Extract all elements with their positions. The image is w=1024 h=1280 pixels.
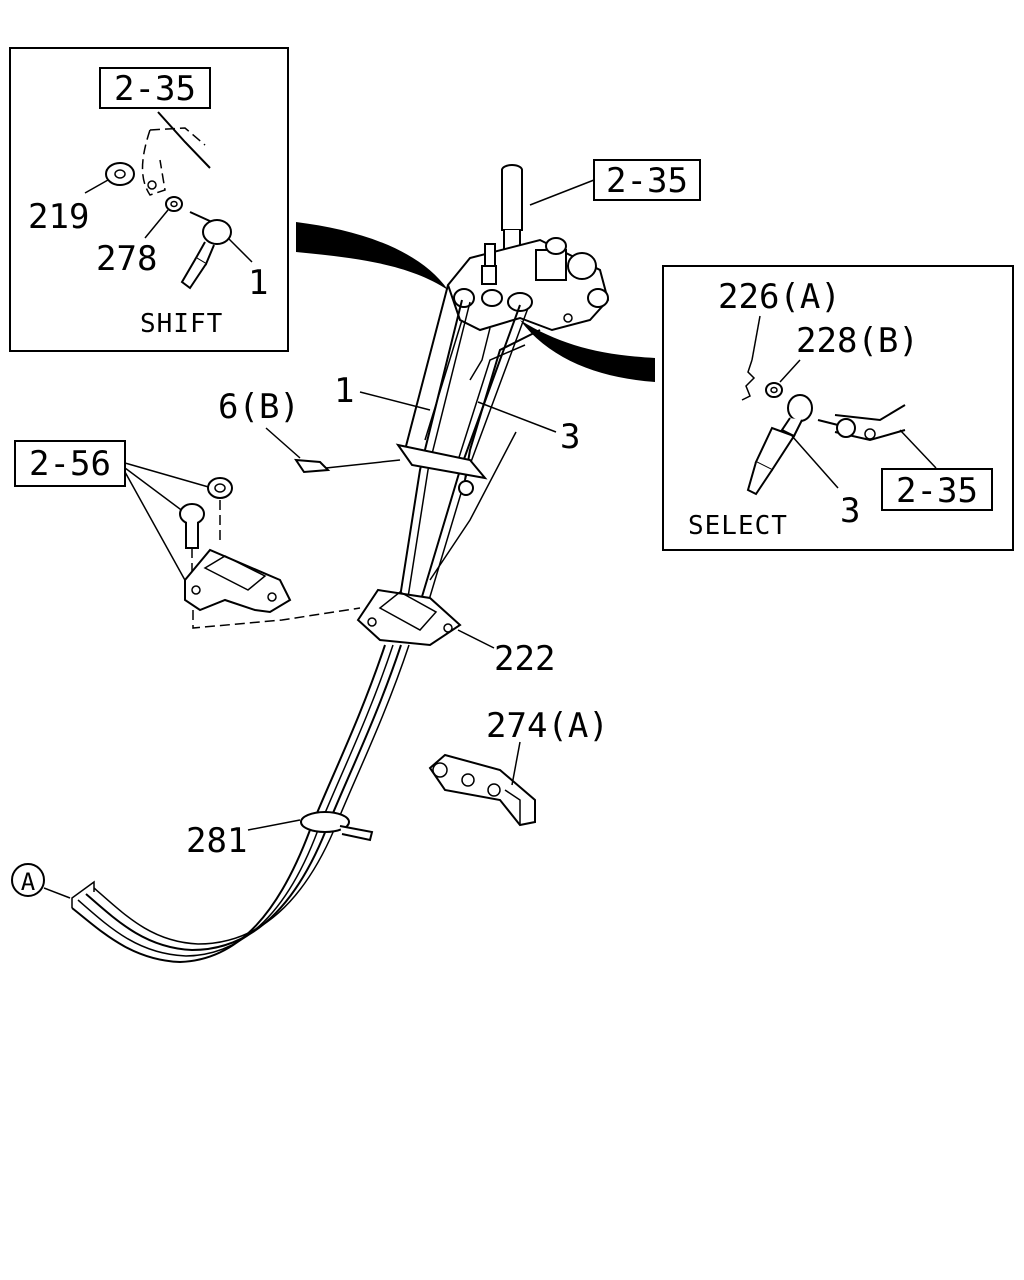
ref-2-56-label: 2-56 [29, 444, 111, 484]
select-leader-swoosh [520, 320, 655, 382]
label-278: 278 [96, 239, 157, 279]
shift-caption: SHIFT [140, 309, 223, 339]
holder-274a-icon [428, 753, 536, 827]
mount-plate-icon [184, 548, 292, 614]
label-6b: 6(B) [218, 387, 300, 427]
shift-leader-swoosh [296, 222, 448, 290]
label-circle-a: A [21, 868, 36, 896]
shift-detail-panel: 2-35 219 278 1 SHIFT [9, 47, 289, 352]
clip-6b-icon [294, 458, 331, 474]
ref-box-2-35-select [881, 468, 993, 511]
label-226a: 226(A) [718, 277, 841, 317]
nut-219-icon [105, 162, 135, 186]
label-1-shift: 1 [248, 263, 268, 303]
label-274a: 274(A) [486, 706, 609, 746]
ref-box-2-35-top [593, 159, 701, 201]
ref-2-35-top-label: 2-35 [606, 161, 688, 201]
label-3-select: 3 [840, 491, 860, 531]
label-219: 219 [28, 197, 89, 237]
label-1-main: 1 [334, 371, 354, 411]
label-281: 281 [186, 821, 247, 861]
cotter-pin-icon [741, 359, 756, 401]
washer-228-icon [765, 382, 783, 398]
nut-icon [207, 477, 233, 540]
rod-end-icon [746, 394, 813, 496]
cable-harness [71, 644, 410, 964]
cable-clip-bracket [395, 443, 488, 496]
shift-tower-assembly [404, 164, 610, 581]
ref-box-2-56 [14, 440, 126, 487]
ref-2-35-shift-label: 2-35 [114, 69, 196, 109]
ref-2-35-select-label: 2-35 [896, 471, 978, 511]
select-detail-panel: 226(A) 228(B) 3 2-35 SELECT [662, 265, 1014, 551]
select-caption: SELECT [688, 511, 788, 541]
label-228b: 228(B) [796, 321, 919, 361]
label-222: 222 [494, 639, 555, 679]
cable-clamp-281-icon [300, 811, 374, 842]
washer-278-icon [165, 196, 183, 212]
label-3-main: 3 [560, 417, 580, 457]
reference-circle-a [11, 863, 45, 897]
ref-box-2-35-shift [99, 67, 211, 109]
floor-plate-222-icon [356, 588, 462, 647]
ball-joint-icon [180, 211, 232, 290]
